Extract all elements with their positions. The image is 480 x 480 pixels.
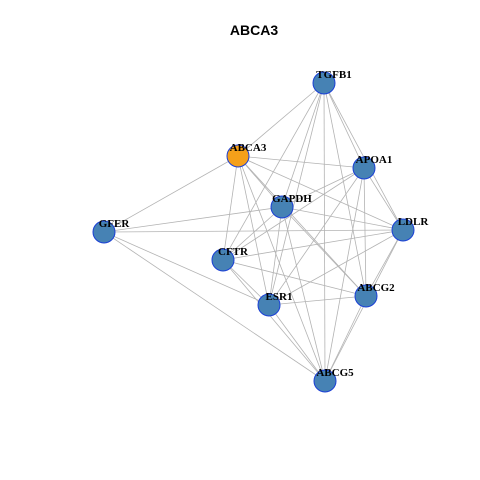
edge-abcg2-abcg5: [324, 295, 367, 382]
edge-apoa1-cftr: [222, 167, 365, 261]
edge-gapdh-abcg2: [281, 206, 367, 297]
node-esr1[interactable]: [257, 293, 281, 317]
node-label-tgfb1: TGFB1: [316, 69, 351, 81]
diagram-title: ABCA3: [230, 22, 278, 38]
node-ldlr[interactable]: [391, 218, 415, 242]
node-label-apoa1: APOA1: [356, 154, 393, 166]
edge-apoa1-gapdh: [281, 167, 365, 208]
edge-gapdh-cftr: [222, 206, 283, 261]
node-gapdh[interactable]: [270, 195, 294, 219]
node-abca3[interactable]: [226, 144, 250, 168]
node-label-abcg2: ABCG2: [357, 282, 395, 294]
node-abcg5[interactable]: [313, 369, 337, 393]
edge-apoa1-esr1: [268, 167, 365, 306]
edge-apoa1-abcg5: [324, 167, 365, 382]
edge-abca3-apoa1: [237, 155, 365, 169]
edge-tgfb1-abca3: [237, 82, 325, 157]
edge-esr1-abcg2: [268, 295, 367, 306]
edge-gapdh-esr1: [268, 206, 283, 306]
edge-tgfb1-gapdh: [281, 82, 325, 208]
edge-apoa1-ldlr: [363, 167, 404, 231]
edge-gapdh-ldlr: [281, 206, 404, 231]
edge-apoa1-abcg2: [363, 167, 367, 297]
edge-abca3-gfer: [103, 155, 239, 233]
node-label-gfer: GFER: [99, 218, 131, 230]
node-tgfb1[interactable]: [312, 71, 336, 95]
edge-gfer-ldlr: [103, 229, 404, 233]
edge-tgfb1-abcg5: [323, 82, 326, 382]
edge-ldlr-esr1: [268, 229, 404, 306]
node-layer: [92, 71, 415, 393]
node-label-esr1: ESR1: [266, 291, 293, 303]
edge-abca3-ldlr: [237, 155, 404, 231]
edge-cftr-abcg5: [222, 259, 326, 382]
node-apoa1[interactable]: [352, 156, 376, 180]
edge-ldlr-abcg2: [365, 229, 404, 297]
edge-tgfb1-esr1: [268, 82, 325, 306]
edge-gfer-esr1: [103, 231, 270, 306]
node-label-abca3: ABCA3: [230, 142, 267, 154]
node-abcg2[interactable]: [354, 284, 378, 308]
node-label-abcg5: ABCG5: [316, 367, 354, 379]
node-label-cftr: CFTR: [218, 246, 249, 258]
edge-esr1-abcg5: [268, 304, 326, 382]
edge-gfer-abcg5: [103, 231, 326, 382]
edge-abca3-abcg5: [237, 155, 326, 382]
edge-tgfb1-ldlr: [323, 82, 404, 231]
node-cftr[interactable]: [211, 248, 235, 272]
edge-abca3-esr1: [237, 155, 270, 306]
node-label-ldlr: LDLR: [398, 216, 430, 228]
edge-tgfb1-apoa1: [323, 82, 365, 169]
node-gfer[interactable]: [92, 220, 116, 244]
edge-gapdh-abcg5: [281, 206, 326, 382]
edge-tgfb1-abcg2: [323, 82, 367, 297]
edge-ldlr-cftr: [222, 229, 404, 261]
edge-abca3-cftr: [222, 155, 239, 261]
edge-gapdh-gfer: [103, 206, 283, 233]
node-label-gapdh: GAPDH: [272, 193, 312, 205]
edge-cftr-abcg2: [222, 259, 367, 297]
